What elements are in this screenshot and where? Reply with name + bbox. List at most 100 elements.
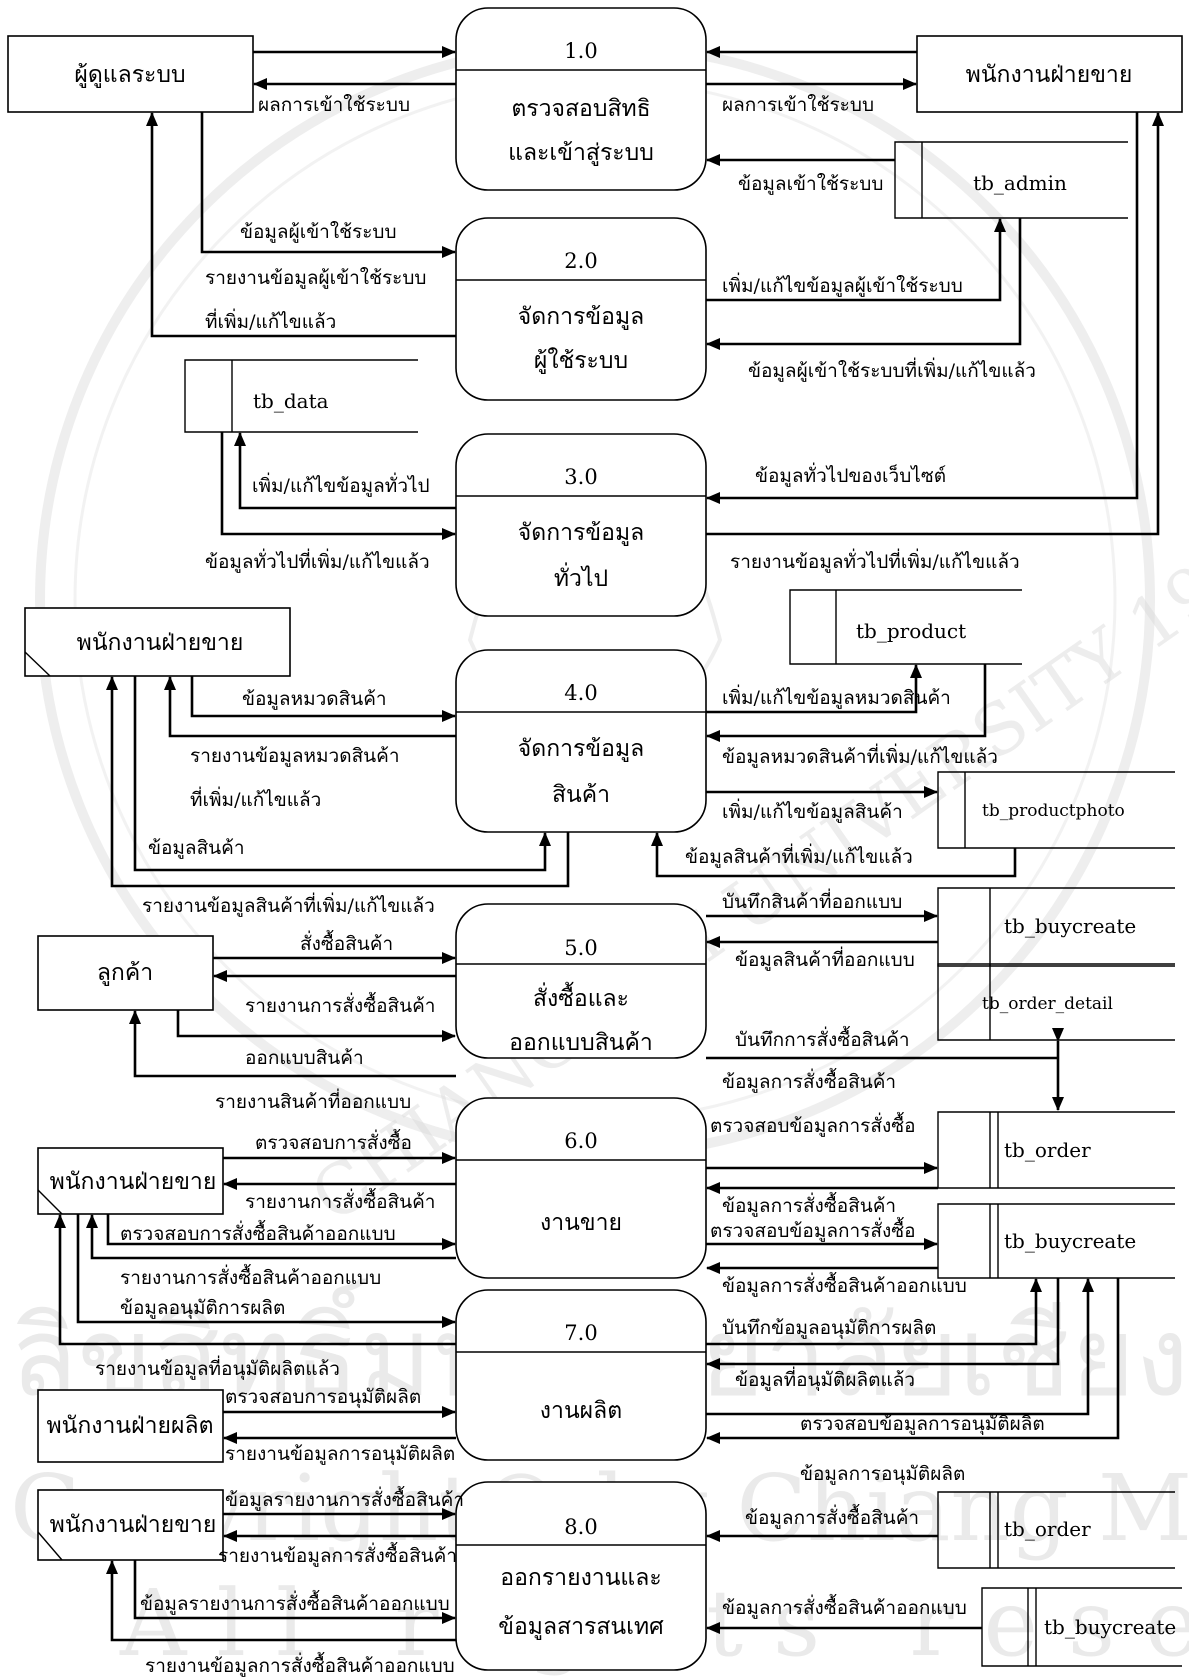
flow-tbproductphoto-to-p4: [651, 832, 1017, 878]
store-tb-order-6-label: tb_order: [1004, 1138, 1091, 1162]
flow-label: รายงานข้อมูลที่อนุมัติผลิตแล้ว: [95, 1355, 340, 1381]
process-5: 5.0 สั่งซื้อและ ออกแบบสินค้า: [455, 903, 707, 1059]
entity-customer: ลูกค้า: [37, 935, 214, 1011]
flow-tbdata-to-p3: [220, 432, 456, 540]
flow-label: ผลการเข้าใช้ระบบ: [258, 94, 410, 116]
store-tb-order-detail-label: tb_order_detail: [982, 994, 1113, 1014]
entity-sales-4: พนักงานฝ่ายขาย: [24, 607, 291, 677]
flow-lines: [54, 46, 1164, 1642]
flow-label: บันทึกการสั่งซื้อสินค้า: [735, 1026, 910, 1051]
flow-label: ข้อมูลรายงานการสั่งซื้อสินค้าออกแบบ: [140, 1590, 450, 1615]
flow-label: ข้อมูลผู้เข้าใช้ระบบที่เพิ่ม/แก้ไขแล้ว: [748, 357, 1036, 382]
process-1: 1.0 ตรวจสอบสิทธิ และเข้าสู่ระบบ: [455, 7, 707, 191]
process-8: 8.0 ออกรายงานและ ข้อมูลสารสนเทศ: [455, 1481, 707, 1671]
flow-label: ข้อมูลเข้าใช้ระบบ: [738, 173, 883, 195]
flow-label: ข้อมูลสินค้าที่เพิ่ม/แก้ไขแล้ว: [685, 843, 913, 868]
store-tb-data: tb_data: [184, 359, 418, 433]
store-tb-buycreate-6: tb_buycreate: [937, 1203, 1175, 1279]
flow-label: ตรวจสอบการสั่งซื้อสินค้าออกแบบ: [120, 1220, 396, 1245]
flow-label: ที่เพิ่ม/แก้ไขแล้ว: [205, 308, 336, 333]
flow-sales6-to-p6-design: [106, 1214, 456, 1250]
entity-sales-6-label: พนักงานฝ่ายขาย: [50, 1169, 217, 1195]
flow-label: ผลการเข้าใช้ระบบ: [722, 94, 874, 116]
store-tb-order-8-label: tb_order: [1004, 1517, 1091, 1541]
flow-sales4-to-p4-product: [133, 676, 551, 872]
flow-label: ข้อมูลอนุมัติการผลิต: [120, 1297, 285, 1320]
flow-sales8-to-p8-design: [133, 1560, 456, 1624]
process-3-name-line1: จัดการข้อมูล: [518, 520, 644, 546]
process-5-name-line1: สั่งซื้อและ: [533, 982, 629, 1012]
flow-tbbuycreate-to-p7-info: [706, 1278, 1120, 1444]
store-tb-order-6: tb_order: [937, 1111, 1175, 1189]
entity-sales-8-label: พนักงานฝ่ายขาย: [50, 1512, 217, 1538]
entity-production-label: พนักงานฝ่ายผลิต: [46, 1413, 213, 1439]
process-4-id: 4.0: [564, 681, 597, 705]
store-tb-buycreate-8-label: tb_buycreate: [1044, 1615, 1176, 1639]
flow-label: ข้อมูลการสั่งซื้อสินค้าออกแบบ: [722, 1594, 967, 1619]
flow-p6-to-sales6-design: [86, 1214, 456, 1260]
flow-label: รายงานการสั่งซื้อสินค้า: [245, 1188, 435, 1213]
flow-sales-to-p3: [706, 112, 1139, 504]
flow-label: ข้อมูลการอนุมัติผลิต: [800, 1463, 965, 1486]
flow-label: ที่เพิ่ม/แก้ไขแล้ว: [190, 786, 321, 811]
process-6-id: 6.0: [564, 1129, 597, 1153]
process-1-name-line2: และเข้าสู่ระบบ: [508, 140, 654, 166]
flow-tbadmin-to-p2: [706, 218, 1022, 350]
flow-label: รายงานข้อมูลหมวดสินค้า: [190, 745, 400, 767]
entity-admin: ผู้ดูแลระบบ: [7, 35, 254, 113]
entity-admin-label: ผู้ดูแลระบบ: [74, 62, 185, 88]
flow-label: ข้อมูลที่อนุมัติผลิตแล้ว: [735, 1366, 915, 1392]
flow-p3-to-sales: [706, 112, 1164, 536]
flow-customer-to-p5-design: [176, 1010, 456, 1042]
entity-customer-label: ลูกค้า: [97, 960, 153, 986]
flow-p4-to-sales4-cat: [164, 676, 456, 738]
store-tb-admin: tb_admin: [894, 141, 1128, 219]
flow-p5-to-customer-design: [129, 1010, 456, 1078]
flow-label: เพิ่ม/แก้ไขข้อมูลทั่วไป: [252, 472, 430, 497]
flow-label: ออกแบบสินค้า: [245, 1047, 364, 1069]
process-3-name-line2: ทั่วไป: [554, 562, 608, 592]
flow-p4-to-sales4-report: [106, 676, 570, 888]
process-3-id: 3.0: [564, 465, 597, 489]
process-6: 6.0 งานขาย: [455, 1097, 707, 1279]
entity-sales-4-label: พนักงานฝ่ายขาย: [77, 630, 244, 656]
process-7-name-line1: งานผลิต: [540, 1398, 622, 1424]
flow-label: รายงานการสั่งซื้อสินค้าออกแบบ: [120, 1264, 381, 1289]
flow-label: บันทึกสินค้าที่ออกแบบ: [722, 888, 902, 913]
store-tb-buycreate-5-label: tb_buycreate: [1004, 914, 1136, 938]
process-3: 3.0 จัดการข้อมูล ทั่วไป: [455, 433, 707, 617]
process-6-name-line1: งานขาย: [540, 1210, 622, 1236]
flow-sales6-to-p7: [76, 1214, 456, 1328]
flow-label: รายงานการสั่งซื้อสินค้า: [245, 992, 435, 1017]
flow-label: รายงานข้อมูลการอนุมัติผลิต: [225, 1443, 455, 1466]
entity-sales-top: พนักงานฝ่ายขาย: [916, 35, 1183, 113]
flow-admin-to-p2: [200, 112, 456, 258]
flow-label: รายงานสินค้าที่ออกแบบ: [215, 1088, 411, 1113]
flow-label: ตรวจสอบข้อมูลการสั่งซื้อ: [710, 1217, 916, 1242]
flow-sales4-to-p4: [190, 676, 456, 722]
store-tb-admin-label: tb_admin: [973, 171, 1067, 195]
process-4-name-line2: สินค้า: [552, 782, 610, 808]
flow-label: ข้อมูลการสั่งซื้อสินค้าออกแบบ: [722, 1272, 967, 1297]
store-tb-product-label: tb_product: [856, 619, 966, 643]
store-tb-order-detail: tb_order_detail: [937, 963, 1175, 1041]
flow-tbproduct-to-p4: [706, 664, 987, 742]
entity-sales-6: พนักงานฝ่ายขาย: [37, 1147, 224, 1215]
flow-label: ข้อมูลการสั่งซื้อสินค้า: [722, 1068, 896, 1093]
store-tb-buycreate-5: tb_buycreate: [937, 887, 1175, 967]
flow-label: ข้อมูลการสั่งซื้อสินค้า: [722, 1192, 896, 1217]
flow-label: ข้อมูลรายงานการสั่งซื้อสินค้า: [225, 1486, 464, 1511]
flow-label: เพิ่ม/แก้ไขข้อมูลหมวดสินค้า: [722, 684, 951, 709]
process-7-id: 7.0: [564, 1321, 597, 1345]
store-tb-productphoto-label: tb_productphoto: [982, 801, 1125, 821]
flow-label: ข้อมูลหมวดสินค้าที่เพิ่ม/แก้ไขแล้ว: [722, 743, 998, 768]
flow-label: เพิ่ม/แก้ไขข้อมูลสินค้า: [722, 798, 903, 823]
flow-p7-to-tbbuycreate: [706, 1278, 1042, 1346]
store-tb-data-label: tb_data: [253, 389, 329, 413]
process-4: 4.0 จัดการข้อมูล สินค้า: [455, 649, 707, 833]
flow-labels: ผลการเข้าใช้ระบบ ผลการเข้าใช้ระบบ ข้อมูล…: [95, 94, 1045, 1677]
process-2-name-line1: จัดการข้อมูล: [518, 304, 644, 330]
process-2: 2.0 จัดการข้อมูล ผู้ใช้ระบบ: [455, 217, 707, 401]
flow-label: บันทึกข้อมูลอนุมัติการผลิต: [722, 1317, 936, 1340]
